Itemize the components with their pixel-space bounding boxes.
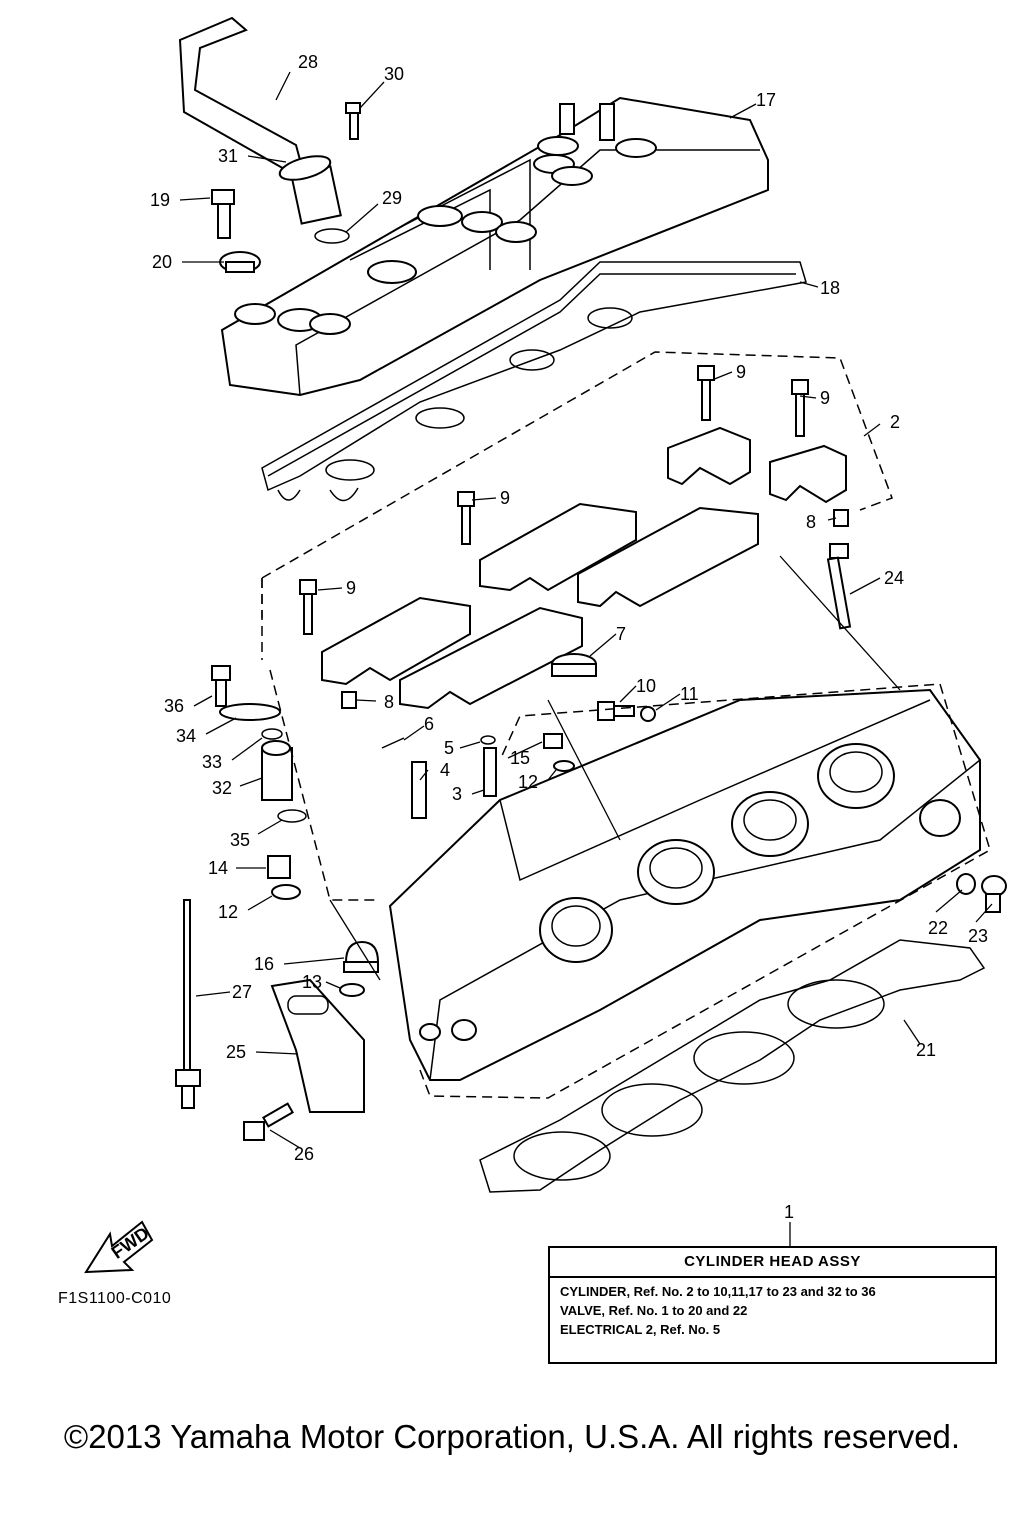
callout: 17 [756,90,776,110]
copyright-notice: ©2013 Yamaha Motor Corporation, U.S.A. A… [63,1418,961,1455]
callout: 21 [916,1040,936,1060]
valve-guide-3 [483,747,497,797]
cylinder-head [388,688,981,1081]
callout: 32 [212,778,232,798]
head-gasket [479,939,986,1193]
camshaft-cap-lower-right [399,606,583,710]
legend-title: CYLINDER HEAD ASSY [550,1248,995,1278]
cover-gasket [261,261,807,502]
callout: 13 [302,972,322,992]
callout: 23 [968,926,988,946]
ring-5 [480,735,496,745]
callout: 8 [384,692,394,712]
callout: 36 [164,696,184,716]
bracket-25 [270,978,365,1113]
callout: 9 [736,362,746,382]
plug-23 [981,875,1007,913]
callout: 6 [424,714,434,734]
washer-12 [553,760,575,772]
callout: 35 [230,830,250,850]
callout: 26 [294,1144,314,1164]
callout: 30 [384,64,404,84]
bolt-30 [345,102,361,140]
callout: 31 [218,146,238,166]
washer-22 [956,873,976,895]
callout: 9 [820,388,830,408]
callout: 10 [636,676,656,696]
valve-seal-4 [411,761,427,819]
callout: 20 [152,252,172,272]
callout: 25 [226,1042,246,1062]
callout: 7 [616,624,626,644]
callout: 3 [452,784,462,804]
callout: 29 [382,188,402,208]
callout: 15 [510,748,530,768]
callout: 28 [298,52,318,72]
breather-hose [178,16,350,244]
callout: 12 [218,902,238,922]
callout: 27 [232,982,252,1002]
camshaft-cap-lower-left [321,596,471,686]
dowel-pin [833,509,849,527]
left-side-parts [211,665,380,997]
callout: 19 [150,190,170,210]
plug-7 [551,653,597,677]
grommet-20 [219,251,261,273]
camshaft-cap-upper-left [479,502,637,592]
callout: 18 [820,278,840,298]
camshaft-cap-upper-right [577,506,759,608]
cylinder-head-cover [220,96,769,397]
bolt-26 [243,1102,294,1141]
callout: 1 [784,1202,794,1222]
legend-line: ELECTRICAL 2, Ref. No. 5 [560,1322,721,1337]
callout-labels: 1 2 3 4 5 6 7 8 8 9 9 9 9 10 11 12 12 13… [150,52,988,1222]
legend-box: CYLINDER HEAD ASSY CYLINDER, Ref. No. 2 … [548,1246,997,1364]
callout: 24 [884,568,904,588]
callout: 8 [806,512,816,532]
callout: 11 [680,684,699,704]
callout: 9 [346,578,356,598]
callout: 2 [890,412,900,432]
callout: 5 [444,738,454,758]
callout: 34 [176,726,196,746]
pin-6 [381,737,405,749]
callout: 14 [208,858,228,878]
callout: 12 [518,772,538,792]
callout: 4 [440,760,450,780]
figure-code: F1S1100-C010 [58,1290,172,1307]
washer-11 [640,706,656,722]
bolt-19 [211,189,235,239]
cylinder-head-outline [261,578,991,1099]
cable-tie-27 [175,899,201,1109]
legend-line: CYLINDER, Ref. No. 2 to 10,11,17 to 23 a… [560,1284,876,1299]
callout: 33 [202,752,222,772]
dowel-pin [341,691,357,709]
callout: 22 [928,918,948,938]
callout: 9 [500,488,510,508]
legend-line: VALVE, Ref. No. 1 to 20 and 22 [560,1303,748,1318]
cap-bolts [299,365,809,635]
leader-lines [179,71,993,1246]
bolt-10 [597,701,635,721]
nut-15 [543,733,563,749]
fwd-arrow-icon: FWD [84,1220,154,1274]
camshaft-cap-rear-left [667,426,751,486]
bolt-24 [826,543,852,630]
callout: 16 [254,954,274,974]
camshaft-cap-rear-right [769,444,847,504]
